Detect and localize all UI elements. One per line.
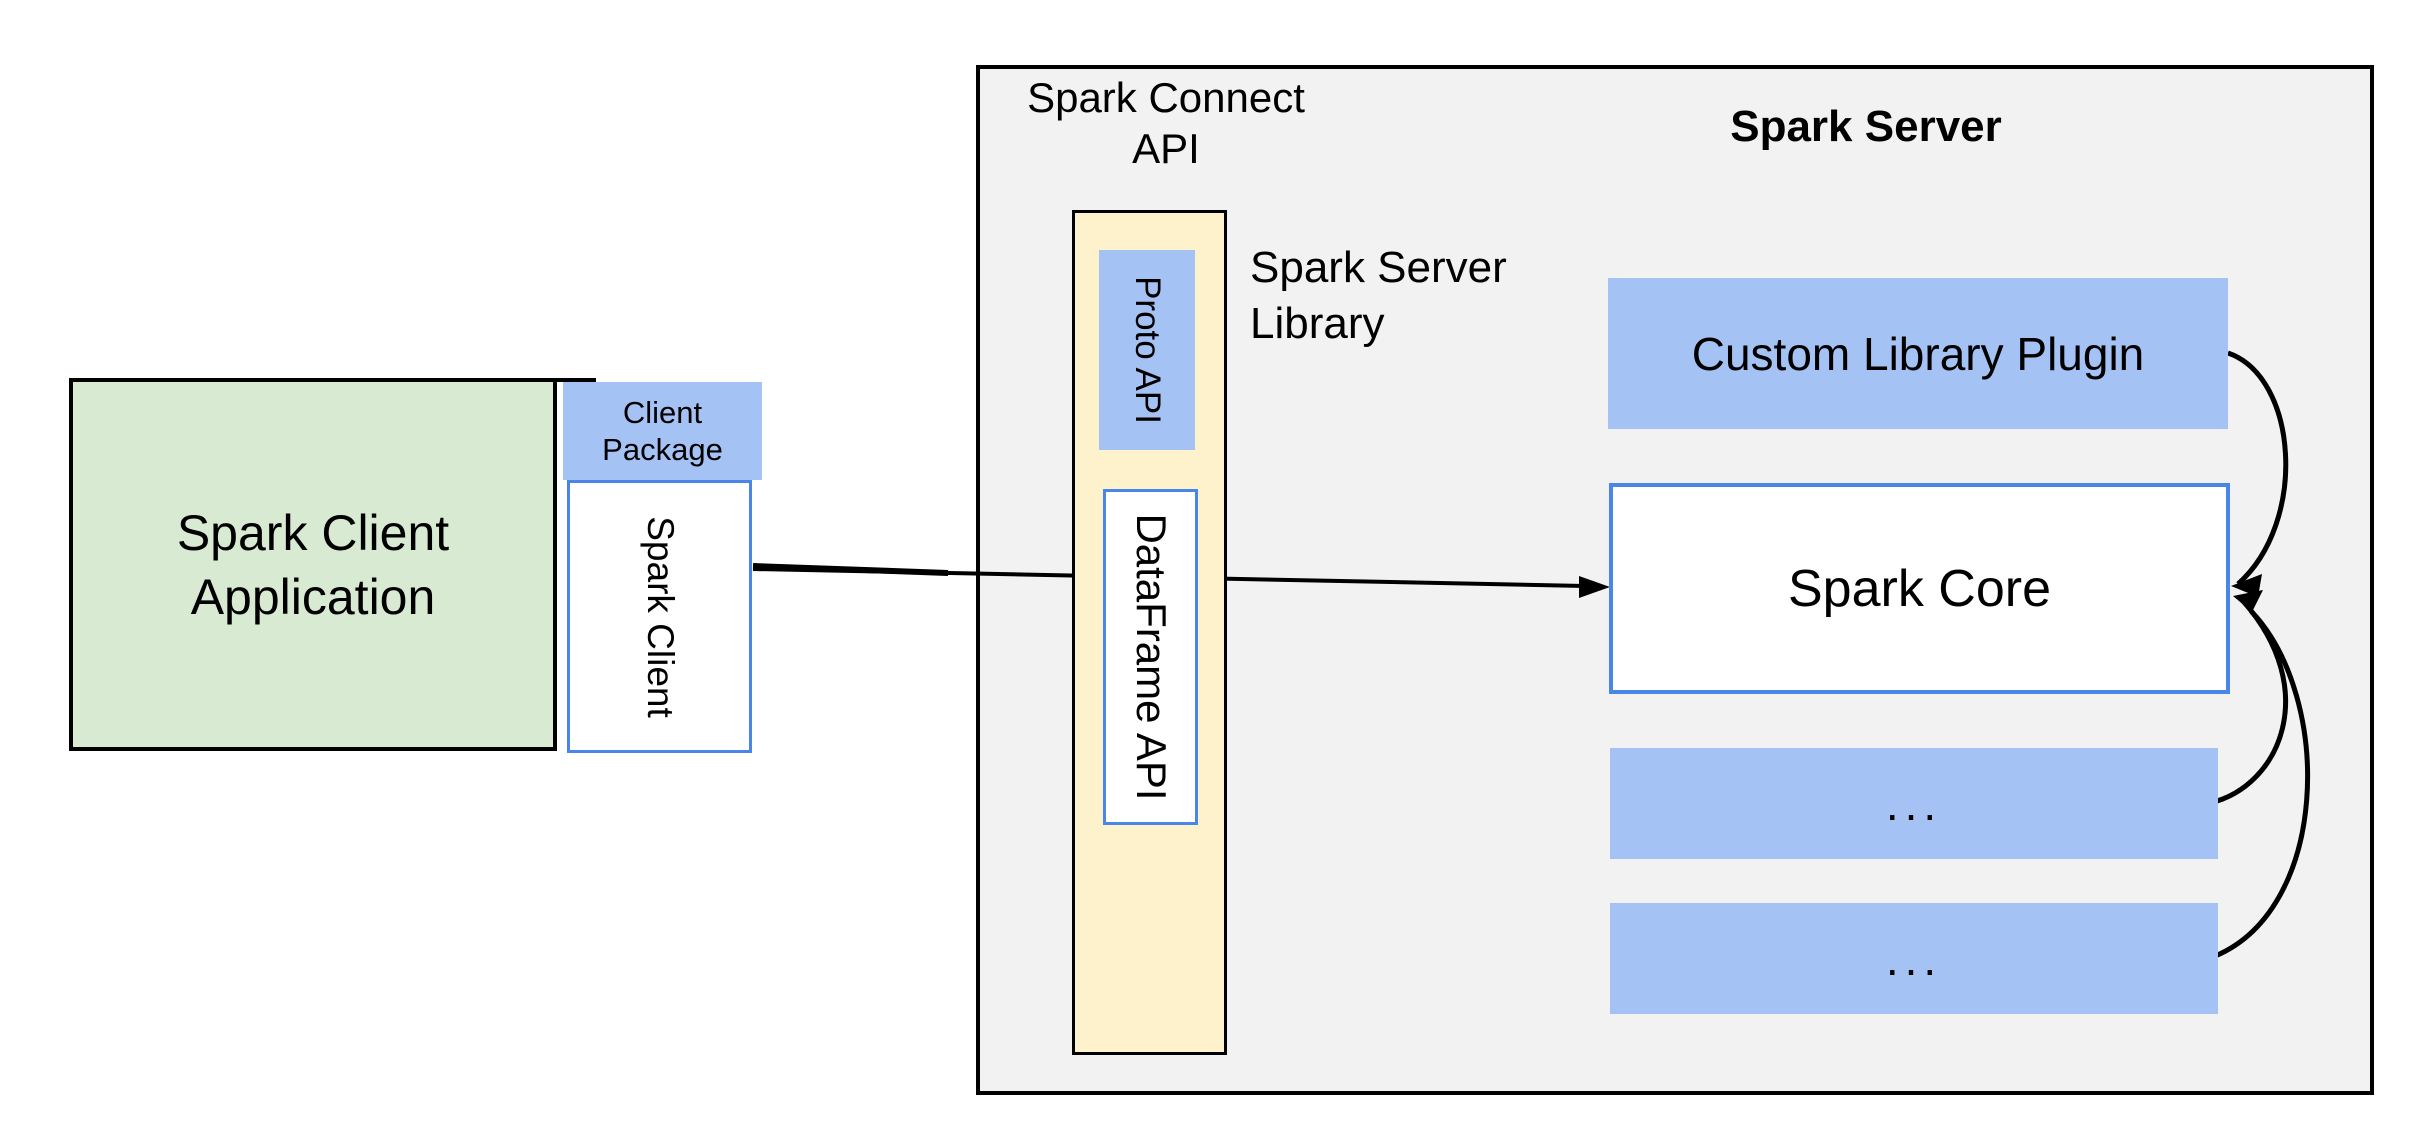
client-package-label-line1: Client bbox=[622, 395, 703, 430]
plugin-slot-2-label: ... bbox=[1885, 932, 1943, 985]
plugin-slot-2-box: ... bbox=[1610, 903, 2218, 1014]
client-package-label-line2: Package bbox=[602, 432, 723, 467]
client-arrow-start-segment bbox=[752, 563, 949, 576]
spark-connect-api-line2: API bbox=[1132, 125, 1200, 172]
spark-core-label: Spark Core bbox=[1788, 559, 2051, 618]
spark-client-application-label-line1: Spark Client bbox=[176, 504, 450, 561]
dataframe-api-label: DataFrame API bbox=[1127, 513, 1175, 801]
spark-client-box: Spark Client bbox=[567, 480, 752, 753]
proto-api-box: Proto API bbox=[1099, 250, 1195, 450]
spark-connect-api-label: Spark Connect API bbox=[966, 72, 1366, 174]
spark-client-application-box: Spark Client Application bbox=[69, 378, 557, 751]
spark-server-library-line2: Library bbox=[1250, 299, 1385, 348]
spark-server-title: Spark Server bbox=[1730, 102, 2002, 151]
custom-library-plugin-label: Custom Library Plugin bbox=[1691, 327, 2145, 380]
plugin-slot-1-label: ... bbox=[1885, 777, 1943, 830]
proto-api-label: Proto API bbox=[1128, 276, 1167, 424]
client-package-box: Client Package bbox=[563, 382, 762, 480]
spark-core-box: Spark Core bbox=[1609, 483, 2230, 694]
dataframe-api-box: DataFrame API bbox=[1103, 489, 1198, 825]
spark-client-application-label-line2: Application bbox=[190, 568, 436, 625]
spark-server-library-label: Spark Server Library bbox=[1250, 240, 1580, 352]
spark-server-library-line1: Spark Server bbox=[1250, 243, 1507, 292]
custom-library-plugin-box: Custom Library Plugin bbox=[1608, 278, 2228, 429]
plugin-slot-1-box: ... bbox=[1610, 748, 2218, 859]
spark-connect-api-line1: Spark Connect bbox=[1027, 74, 1305, 121]
spark-client-label: Spark Client bbox=[639, 515, 681, 718]
